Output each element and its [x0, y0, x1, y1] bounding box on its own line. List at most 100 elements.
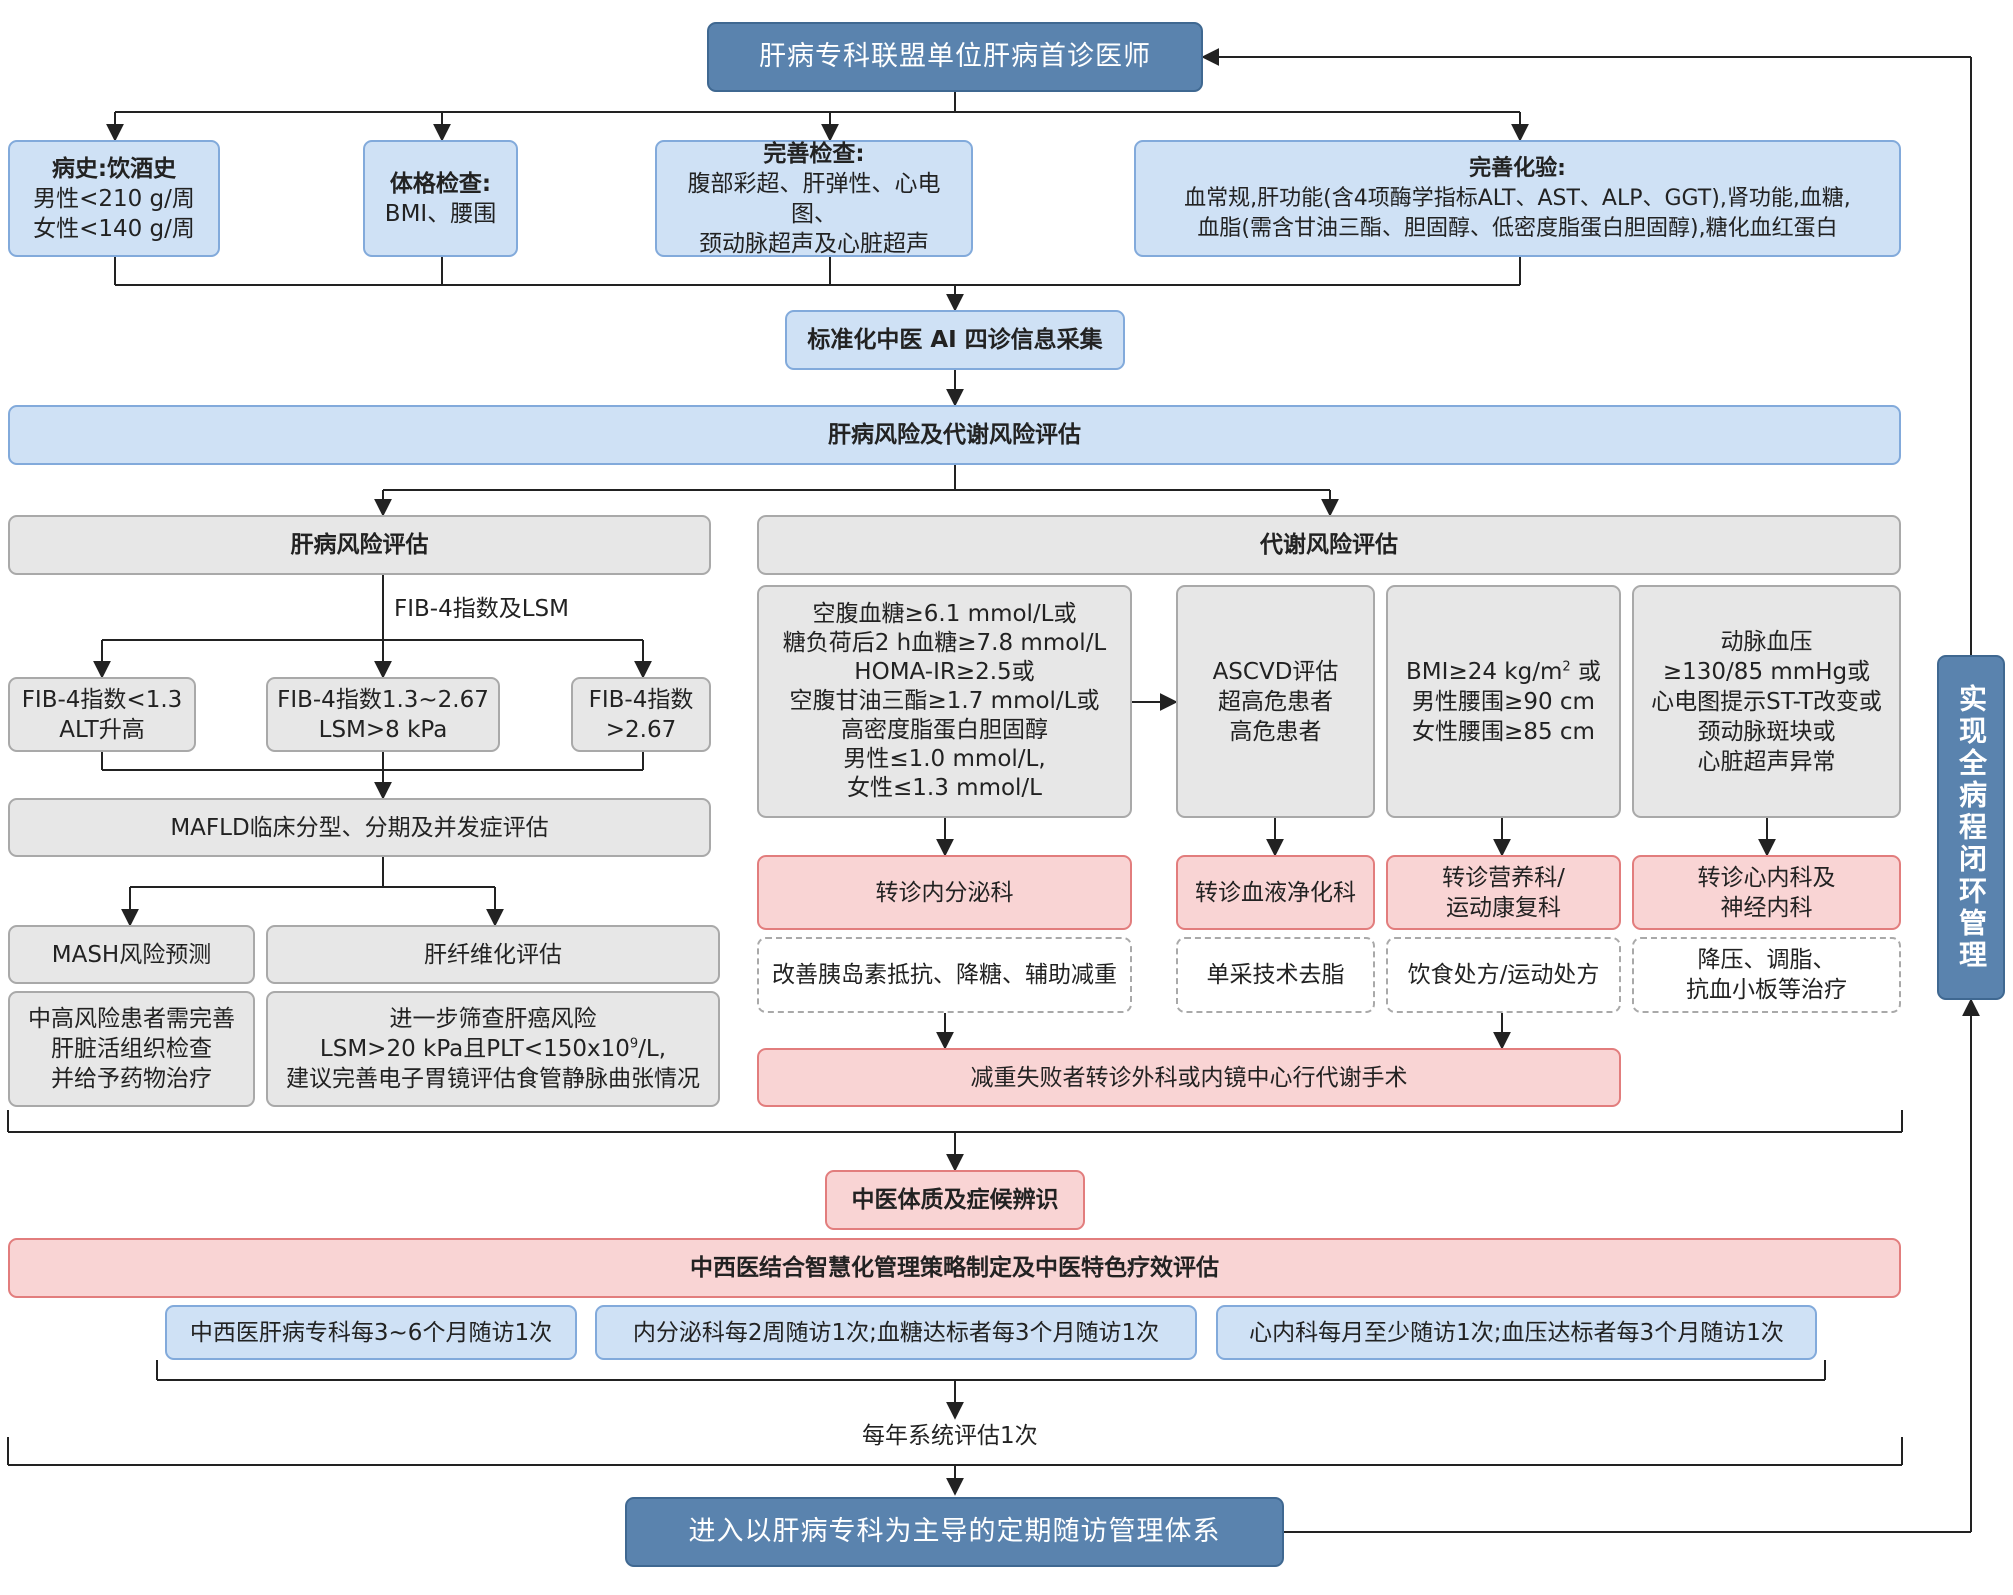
glucose-line6: 男性≤1.0 mmol/L,: [843, 746, 1046, 772]
mash-detail-line1: 中高风险患者需完善: [28, 1006, 235, 1032]
tcm-constitution-label: 中医体质及症候辨识: [851, 1187, 1059, 1213]
blood-action-box: 单采技术去脂: [1176, 937, 1375, 1013]
glucose-line5: 高密度脂蛋白胆固醇: [841, 717, 1048, 743]
bp-line2: ≥130/85 mmHg或: [1662, 658, 1871, 685]
fib4-mid-line2: LSM>8 kPa: [318, 716, 448, 743]
labs-line2: 血脂(需含甘油三酯、胆固醇、低密度脂蛋白胆固醇),糖化血红蛋白: [1197, 215, 1838, 241]
bmi-criteria-box: BMI≥24 kg/m2 或 男性腰围≥90 cm 女性腰围≥85 cm: [1386, 585, 1621, 818]
endocrine-action-label: 改善胰岛素抵抗、降糖、辅助减重: [772, 962, 1117, 988]
refer-endocrine-box: 转诊内分泌科: [757, 855, 1132, 930]
followup-endocrine-box: 内分泌科每2周随访1次;血糖达标者每3个月随访1次: [595, 1305, 1197, 1360]
fibrosis-detail-line2: LSM>20 kPa且PLT<150x109/L,: [319, 1036, 667, 1062]
followup-cardiology-label: 心内科每月至少随访1次;血压达标者每3个月随访1次: [1249, 1319, 1784, 1346]
fibrosis-box: 肝纤维化评估: [266, 925, 720, 984]
tcm-ai-label: 标准化中医 AI 四诊信息采集: [807, 327, 1103, 353]
refer-cardiology-line2: 神经内科: [1720, 894, 1813, 921]
exams-box: 完善检查: 腹部彩超、肝弹性、心电图、 颈动脉超声及心脏超声: [655, 140, 973, 257]
liver-risk-box: 肝病风险评估: [8, 515, 711, 575]
refer-endocrine-label: 转诊内分泌科: [875, 879, 1014, 906]
ascvd-box: ASCVD评估 超高危患者 高危患者: [1176, 585, 1375, 818]
blood-action-label: 单采技术去脂: [1206, 962, 1345, 988]
ascvd-line1: ASCVD评估: [1212, 658, 1339, 685]
mash-detail-box: 中高风险患者需完善 肝脏活组织检查 并给予药物治疗: [8, 991, 255, 1107]
glucose-line2: 糖负荷后2 h血糖≥7.8 mmol/L: [782, 630, 1107, 656]
exams-title: 完善检查:: [763, 140, 865, 167]
surgery-referral-box: 减重失败者转诊外科或内镜中心行代谢手术: [757, 1048, 1621, 1107]
followup-system-label: 进入以肝病专科为主导的定期随访管理体系: [688, 1516, 1221, 1547]
refer-nutrition-line1: 转诊营养科/: [1442, 864, 1565, 891]
refer-cardiology-box: 转诊心内科及 神经内科: [1632, 855, 1901, 930]
fib4-low-line2: ALT升高: [59, 716, 145, 743]
refer-blood-purification-box: 转诊血液净化科: [1176, 855, 1375, 930]
glucose-line3: HOMA-IR≥2.5或: [854, 659, 1035, 685]
strategy-label: 中西医结合智慧化管理策略制定及中医特色疗效评估: [690, 1255, 1219, 1281]
bmi-line1: BMI≥24 kg/m2 或: [1406, 658, 1601, 685]
refer-nutrition-line2: 运动康复科: [1446, 894, 1561, 921]
refer-nutrition-box: 转诊营养科/ 运动康复科: [1386, 855, 1621, 930]
risk-eval-box: 肝病风险及代谢风险评估: [8, 405, 1901, 465]
mafld-label: MAFLD临床分型、分期及并发症评估: [170, 814, 549, 841]
closed-loop-management-box: 实现全病程闭环管理: [1937, 655, 2005, 1000]
fib4-lsm-label: FIB-4指数及LSM: [394, 596, 569, 622]
physical-exam-items: BMI、腰围: [384, 200, 497, 227]
tcm-ai-box: 标准化中医 AI 四诊信息采集: [785, 310, 1125, 370]
fib4-mid-line1: FIB-4指数1.3~2.67: [277, 686, 489, 713]
physical-exam-title: 体格检查:: [389, 170, 492, 197]
endocrine-action-box: 改善胰岛素抵抗、降糖、辅助减重: [757, 937, 1132, 1013]
mash-label: MASH风险预测: [51, 941, 212, 968]
metabolic-risk-label: 代谢风险评估: [1260, 532, 1398, 558]
surgery-referral-label: 减重失败者转诊外科或内镜中心行代谢手术: [970, 1064, 1408, 1091]
fib4-low-box: FIB-4指数<1.3 ALT升高: [8, 677, 196, 752]
bp-line4: 颈动脉斑块或: [1697, 718, 1836, 745]
first-visit-doctor-box: 肝病专科联盟单位肝病首诊医师: [707, 22, 1203, 92]
exams-line1: 腹部彩超、肝弹性、心电图、: [687, 170, 941, 227]
history-male: 男性<210 g/周: [33, 185, 195, 212]
risk-eval-label: 肝病风险及代谢风险评估: [828, 422, 1081, 448]
followup-cardiology-box: 心内科每月至少随访1次;血压达标者每3个月随访1次: [1216, 1305, 1817, 1360]
labs-line1: 血常规,肝功能(含4项酶学指标ALT、AST、ALP、GGT),肾功能,血糖,: [1184, 185, 1851, 211]
followup-liver-box: 中西医肝病专科每3~6个月随访1次: [165, 1305, 577, 1360]
glucose-line4: 空腹甘油三酯≥1.7 mmol/L或: [789, 688, 1100, 714]
closed-loop-management-label: 实现全病程闭环管理: [1955, 683, 1988, 972]
mafld-box: MAFLD临床分型、分期及并发症评估: [8, 798, 711, 857]
mash-box: MASH风险预测: [8, 925, 255, 984]
mash-detail-line2: 肝脏活组织检查: [51, 1036, 212, 1062]
history-female: 女性<140 g/周: [33, 215, 195, 242]
fibrosis-label: 肝纤维化评估: [424, 941, 562, 968]
fibrosis-detail-line3: 建议完善电子胃镜评估食管静脉曲张情况: [286, 1066, 700, 1092]
bmi-line3: 女性腰围≥85 cm: [1412, 718, 1595, 745]
fib4-high-line2: >2.67: [605, 716, 677, 743]
glucose-line7: 女性≤1.3 mmol/L: [847, 775, 1042, 801]
bp-criteria-box: 动脉血压 ≥130/85 mmHg或 心电图提示ST-T改变或 颈动脉斑块或 心…: [1632, 585, 1901, 818]
cardiology-action-line1: 降压、调脂、: [1697, 947, 1836, 973]
physical-exam-box: 体格检查: BMI、腰围: [363, 140, 518, 257]
annual-evaluation-label: 每年系统评估1次: [862, 1423, 1038, 1449]
labs-box: 完善化验: 血常规,肝功能(含4项酶学指标ALT、AST、ALP、GGT),肾功…: [1134, 140, 1901, 257]
bmi-line2: 男性腰围≥90 cm: [1412, 688, 1595, 715]
bp-line5: 心脏超声异常: [1697, 748, 1836, 775]
history-box: 病史:饮酒史 男性<210 g/周 女性<140 g/周: [8, 140, 220, 257]
refer-cardiology-line1: 转诊心内科及: [1697, 864, 1836, 891]
followup-liver-label: 中西医肝病专科每3~6个月随访1次: [189, 1319, 553, 1346]
fib4-low-line1: FIB-4指数<1.3: [21, 686, 183, 713]
fib4-high-box: FIB-4指数 >2.67: [571, 677, 711, 752]
followup-endocrine-label: 内分泌科每2周随访1次;血糖达标者每3个月随访1次: [632, 1319, 1160, 1346]
ascvd-line2: 超高危患者: [1218, 688, 1333, 715]
bp-line3: 心电图提示ST-T改变或: [1651, 688, 1882, 715]
first-visit-doctor-label: 肝病专科联盟单位肝病首诊医师: [759, 41, 1151, 72]
glucose-criteria-box: 空腹血糖≥6.1 mmol/L或 糖负荷后2 h血糖≥7.8 mmol/L HO…: [757, 585, 1132, 818]
liver-risk-label: 肝病风险评估: [290, 532, 429, 558]
metabolic-risk-box: 代谢风险评估: [757, 515, 1901, 575]
nutrition-action-box: 饮食处方/运动处方: [1386, 937, 1621, 1013]
fib4-high-line1: FIB-4指数: [588, 686, 694, 713]
ascvd-line3: 高危患者: [1229, 718, 1322, 745]
cardiology-action-line2: 抗血小板等治疗: [1686, 977, 1847, 1003]
followup-system-box: 进入以肝病专科为主导的定期随访管理体系: [625, 1497, 1284, 1567]
fibrosis-detail-line1: 进一步筛查肝癌风险: [389, 1006, 597, 1032]
refer-blood-purification-label: 转诊血液净化科: [1195, 879, 1356, 906]
fib4-mid-box: FIB-4指数1.3~2.67 LSM>8 kPa: [266, 677, 500, 752]
labs-title: 完善化验:: [1469, 155, 1566, 181]
mash-detail-line3: 并给予药物治疗: [51, 1066, 212, 1092]
bp-line1: 动脉血压: [1720, 628, 1813, 655]
